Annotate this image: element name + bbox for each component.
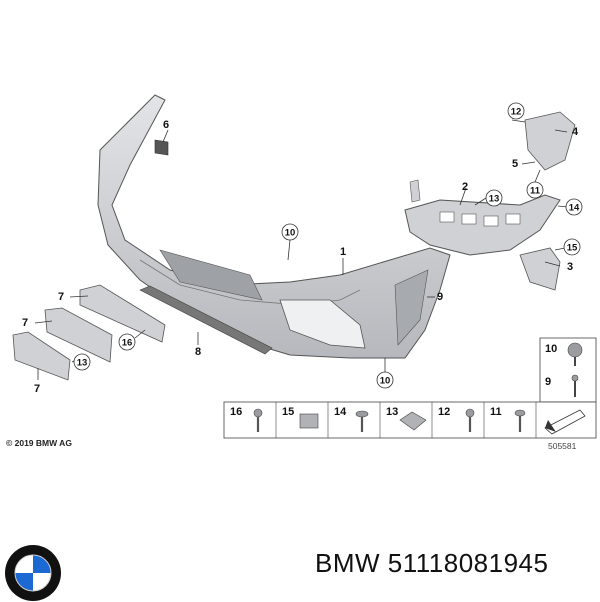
callout-5: 5 [512,158,518,170]
legend-10-label: 10 [545,343,557,355]
legend-10-clip-icon [567,342,583,358]
legend-14-label: 14 [334,406,347,418]
license-plate-brackets [12,284,166,381]
leader-lines [34,119,569,380]
main-callouts: 1 2 3 4 5 6 7 7 7 8 9 [22,119,579,395]
legend-15-label: 15 [282,406,294,418]
nut-15-icon [299,413,319,429]
legend-11-label: 11 [490,406,502,418]
callout-9: 9 [437,291,443,303]
callout-14: 14 [565,198,583,216]
copyright-text: © 2019 BMW AG [6,438,72,448]
svg-text:10: 10 [380,376,391,387]
circled-callouts: 10 10 11 12 13 13 14 15 [73,102,583,389]
part-number-caption: BMW 51118081945 [315,548,549,578]
upper-bracket-part [524,111,576,171]
svg-text:15: 15 [567,243,578,254]
callout-10b: 10 [376,371,394,389]
clip-13-icon [399,411,427,431]
callout-3: 3 [567,261,573,273]
callout-13a: 13 [485,189,503,207]
legend-9-label: 9 [545,376,551,388]
screw-11-icon [514,409,526,432]
legend-16-label: 16 [230,406,242,418]
svg-text:16: 16 [122,338,133,349]
svg-text:13: 13 [489,194,500,205]
callout-7b: 7 [22,317,28,329]
callout-8: 8 [195,346,201,358]
svg-text:14: 14 [569,203,580,214]
callout-4: 4 [572,126,579,138]
callout-7a: 7 [58,291,64,303]
front-bumper-part [97,94,451,359]
reference-code: 505581 [548,441,577,451]
screw-14-icon [355,410,369,432]
svg-text:13: 13 [77,358,88,369]
legend-box-bottom: 16 15 14 13 12 11 [223,401,597,439]
bmw-roundel-icon [5,545,61,601]
direction-arrow-icon [544,409,586,435]
legend-box-right: 10 9 [539,337,597,403]
screw-16-icon [253,408,263,432]
callout-7c: 7 [34,383,40,395]
screw-12-icon [465,408,475,432]
callout-16: 16 [118,333,136,351]
callout-15: 15 [563,238,581,256]
legend-12-label: 12 [438,406,450,418]
callout-1: 1 [340,246,346,258]
legend-13-label: 13 [386,406,398,418]
clip-part [154,139,169,156]
svg-text:12: 12 [511,107,522,118]
svg-text:11: 11 [530,186,541,197]
callout-2: 2 [462,181,468,193]
callout-11: 11 [526,181,544,199]
svg-text:10: 10 [285,228,296,239]
side-bracket-part [519,247,561,291]
legend-9-screw-icon [571,374,579,382]
callout-13b: 13 [73,353,91,371]
callout-6: 6 [163,119,169,131]
callout-12: 12 [507,102,525,120]
trim-strip-part [139,285,273,355]
callout-10a: 10 [281,223,299,241]
